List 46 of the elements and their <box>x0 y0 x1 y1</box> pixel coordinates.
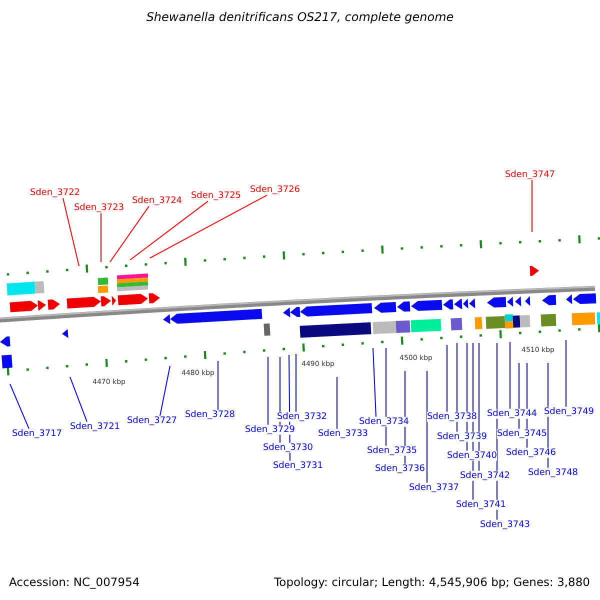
gene-label: Sden_3725 <box>190 190 242 202</box>
gene-label: Sden_3742 <box>460 470 510 482</box>
leader-line <box>336 376 338 430</box>
leader-line <box>100 212 102 262</box>
gene-label: Sden_3717 <box>12 428 62 440</box>
leader-line <box>130 200 208 260</box>
gene-label: Sden_3740 <box>446 450 498 462</box>
gene-label: Sden_3731 <box>272 460 324 472</box>
leader-line <box>160 366 170 416</box>
leader-line <box>10 384 30 430</box>
leader-line <box>446 344 448 412</box>
gene-label: Sden_3736 <box>374 464 426 474</box>
gene-label: Sden_3737 <box>408 482 460 494</box>
gene-label: Sden_3726 <box>250 184 300 196</box>
gene-label: Sden_3743 <box>480 520 530 530</box>
gene-label: Sden_3732 <box>276 412 328 422</box>
leader-line <box>62 198 80 266</box>
gene-label: Sden_3735 <box>366 446 418 456</box>
gene-label: Sden_3724 <box>132 196 182 206</box>
leader-line <box>150 194 268 258</box>
gene-label: Sden_3744 <box>486 408 538 420</box>
footer-text: Topology: circular; Length: 4,545,906 bp; Genes: 3,880 <box>274 575 590 589</box>
gene-label: Sden_3745 <box>496 428 548 440</box>
gene-label: Sden_3749 <box>544 406 594 418</box>
gene-label: Sden_3734 <box>358 416 410 428</box>
leader-line <box>372 348 376 418</box>
leader-line <box>70 376 88 422</box>
leader-line <box>456 342 458 432</box>
gene-label: Sden_3722 <box>30 188 80 198</box>
gene-label: Sden_3741 <box>456 500 506 510</box>
gene-label: Sden_3738 <box>426 412 478 422</box>
gene-label: Sden_3723 <box>74 202 124 214</box>
gene-label: Sden_3729 <box>244 424 296 436</box>
gene-label: Sden_3721 <box>70 422 120 432</box>
gene-label: Sden_3739 <box>436 432 488 442</box>
gene-label: Sden_3733 <box>318 428 368 440</box>
gene-label: Sden_3748 <box>528 468 578 478</box>
gene-label: Sden_3730 <box>262 442 314 454</box>
gene-label: Sden_3746 <box>506 448 556 458</box>
footer-text: Accession: NC_007954 <box>9 575 140 589</box>
leader-line <box>110 206 150 262</box>
gene-label: Sden_3728 <box>184 410 236 420</box>
title: Shewanella denitrificans OS217, complete genome <box>146 10 454 24</box>
leader-line <box>426 370 428 484</box>
gene-label: Sden_3727 <box>126 416 178 426</box>
gene-label: Sden_3747 <box>504 170 556 180</box>
